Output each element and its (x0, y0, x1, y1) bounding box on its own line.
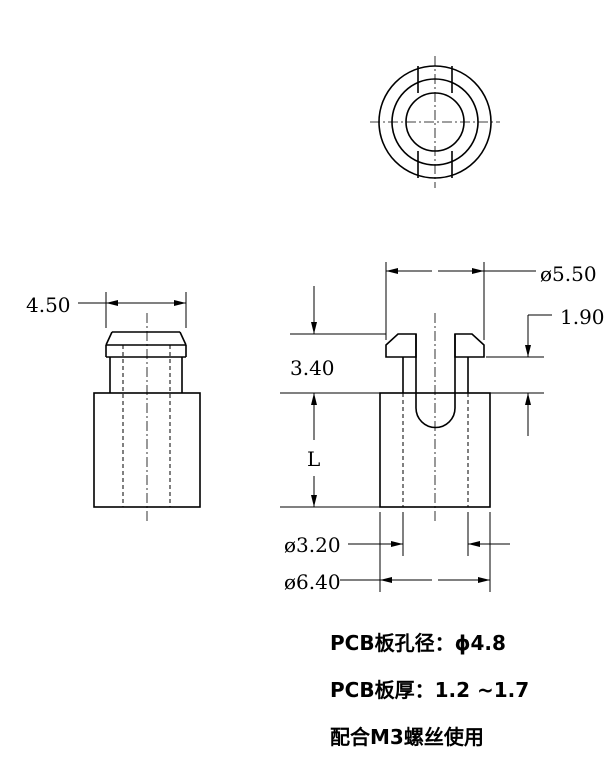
dimension-body-diameter (340, 512, 491, 592)
dim-outer-diameter: ø5.50 (540, 262, 597, 286)
dimension-outer-diameter (385, 262, 536, 340)
dimension-inner-diameter (348, 512, 510, 556)
dim-left-width: 4.50 (26, 293, 71, 317)
front-view (379, 313, 491, 522)
dimension-neck-height (280, 286, 386, 508)
dimension-left-width (78, 292, 187, 328)
note-screw: 配合M3螺丝使用 (330, 725, 484, 749)
dim-flange-height: 1.90 (560, 305, 605, 329)
note-pcb-hole: PCB板孔径：ϕ4.8 (330, 631, 506, 655)
dim-inner-diameter: ø3.20 (284, 533, 341, 557)
top-view (370, 56, 500, 188)
note-pcb-thickness: PCB板厚：1.2 ~1.7 (330, 678, 529, 702)
dimension-flange-height (486, 314, 552, 436)
dim-body-diameter: ø6.40 (284, 570, 341, 594)
dim-neck-height: 3.40 (290, 356, 335, 380)
left-side-view (93, 313, 201, 522)
dim-length: L (307, 447, 320, 471)
